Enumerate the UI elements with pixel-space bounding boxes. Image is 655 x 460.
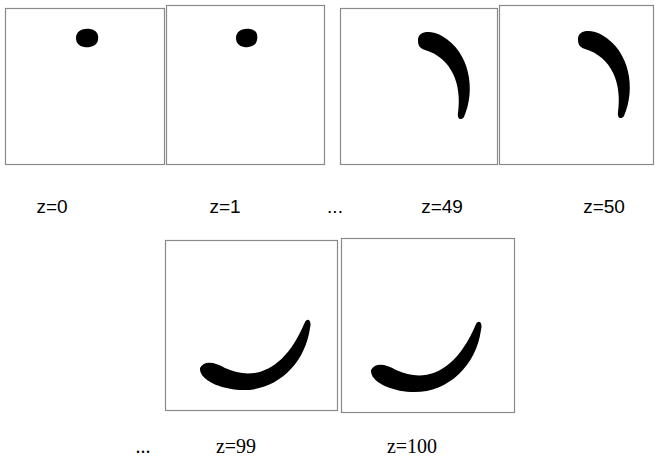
frame-label: z=50 (583, 197, 625, 218)
frame-panel (6, 9, 165, 165)
frame-panel (166, 241, 338, 411)
frame-panel (342, 239, 515, 413)
frame-label: z=99 (216, 435, 256, 457)
frame-label: z=100 (387, 435, 437, 457)
frame-panel (500, 6, 654, 165)
frame-label: z=0 (36, 197, 67, 218)
blob-shape (236, 29, 257, 47)
crescent-shape (371, 322, 482, 392)
crescent-shape (578, 31, 630, 118)
frame-label: ... (136, 435, 151, 457)
frame-panel (341, 9, 498, 165)
frame-label: z=49 (421, 197, 463, 218)
frame-label: ... (327, 197, 343, 218)
frame-label: z=1 (209, 197, 240, 218)
frame-panel (167, 6, 325, 165)
blob-shape (76, 29, 98, 47)
crescent-shape (418, 32, 470, 119)
crescent-shape (200, 320, 311, 390)
